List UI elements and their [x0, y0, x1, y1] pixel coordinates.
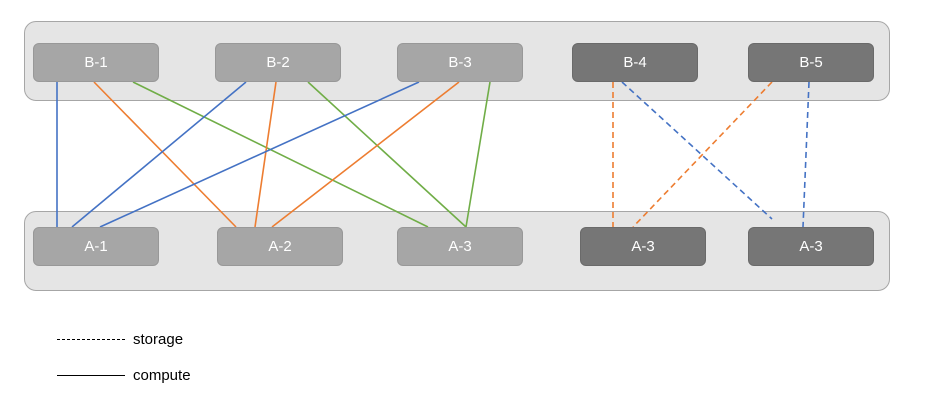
node-label: A-3: [799, 238, 823, 255]
node-label: A-1: [84, 238, 108, 255]
link-b-1-to-a-2: [93, 81, 237, 228]
legend-storage: storage: [57, 331, 183, 348]
node-label: A-3: [448, 238, 472, 255]
node-label: A-2: [268, 238, 292, 255]
link-b-5-to-a-3b: [632, 81, 773, 228]
node-a-3a[interactable]: A-3: [397, 227, 523, 266]
link-b-2-to-a-1: [71, 81, 247, 228]
node-b-3[interactable]: B-3: [397, 43, 523, 82]
link-b-4-to-a-3c: [621, 81, 773, 220]
dashed-line-swatch: [57, 339, 125, 340]
link-b-3-to-a-1: [99, 81, 420, 228]
solid-line-swatch: [57, 375, 125, 376]
legend-compute-label: compute: [133, 367, 191, 384]
link-b-2-to-a-3a: [307, 81, 467, 228]
node-a-3b[interactable]: A-3: [580, 227, 706, 266]
link-b-2-to-a-2: [254, 81, 277, 228]
node-a-2[interactable]: A-2: [217, 227, 343, 266]
node-label: B-4: [623, 54, 647, 71]
node-b-1[interactable]: B-1: [33, 43, 159, 82]
node-b-2[interactable]: B-2: [215, 43, 341, 82]
node-label: B-5: [799, 54, 823, 71]
node-b-4[interactable]: B-4: [572, 43, 698, 82]
node-b-5[interactable]: B-5: [748, 43, 874, 82]
legend-compute: compute: [57, 367, 191, 384]
link-b-1-to-a-3a: [132, 81, 429, 228]
node-a-3c[interactable]: A-3: [748, 227, 874, 266]
node-label: B-2: [266, 54, 290, 71]
node-label: B-3: [448, 54, 472, 71]
node-label: B-1: [84, 54, 108, 71]
link-b-5-to-a-3c: [802, 81, 810, 228]
node-a-1[interactable]: A-1: [33, 227, 159, 266]
link-b-3-to-a-2: [271, 81, 460, 228]
link-b-3-to-a-3a: [465, 81, 491, 228]
node-label: A-3: [631, 238, 655, 255]
legend-storage-label: storage: [133, 331, 184, 348]
